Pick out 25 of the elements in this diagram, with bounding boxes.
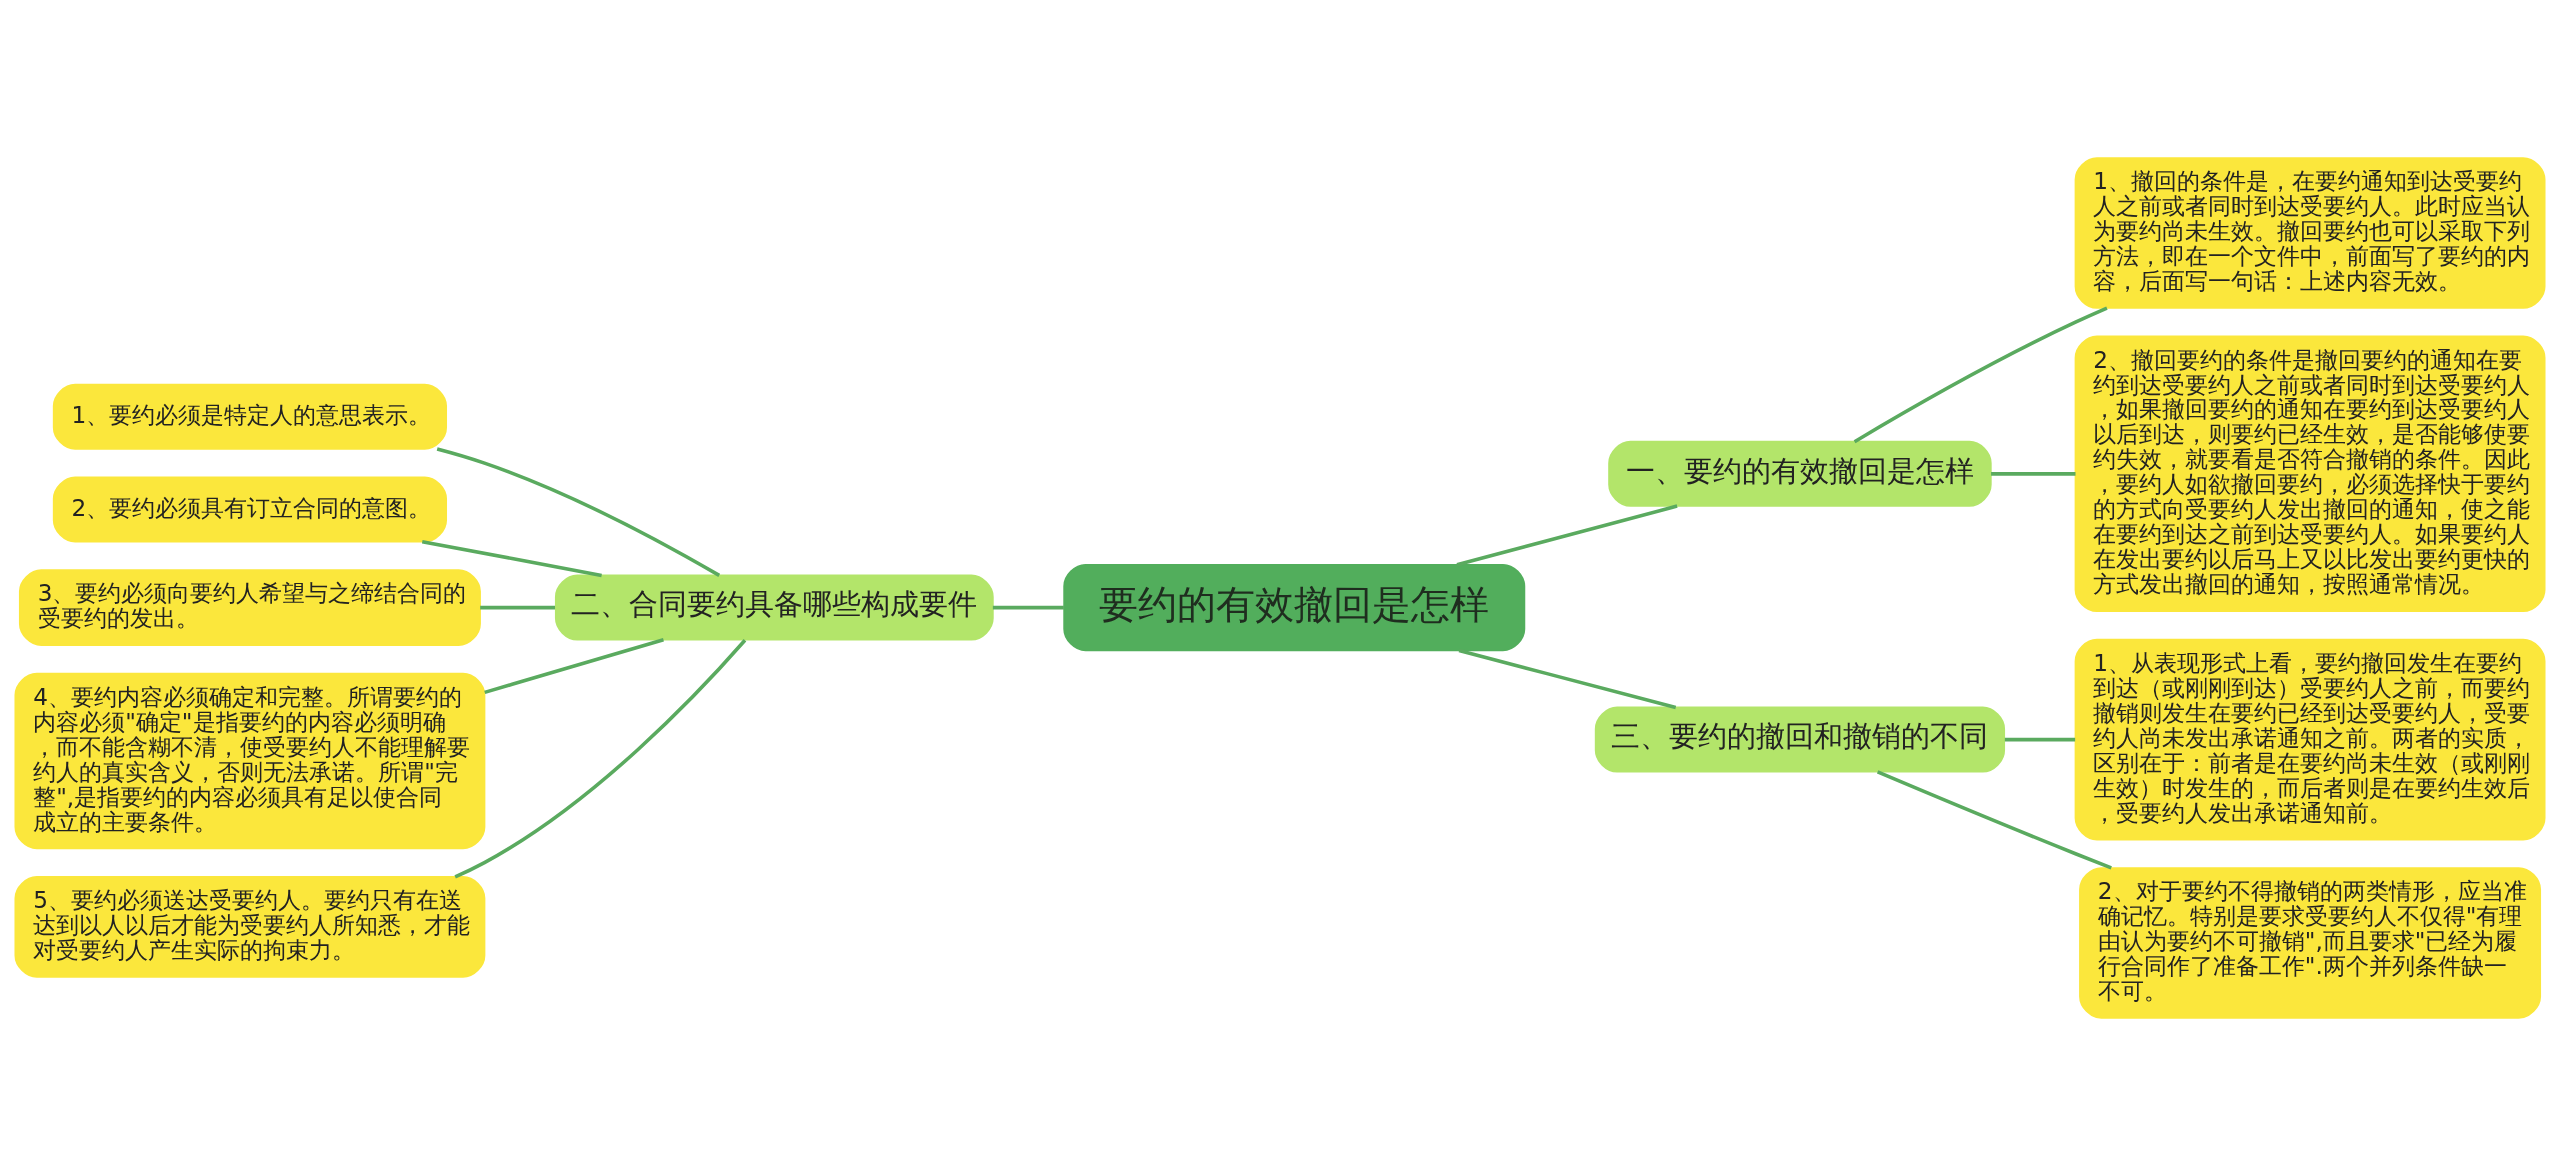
connector bbox=[2004, 737, 2076, 742]
connector bbox=[421, 539, 602, 578]
connector bbox=[436, 447, 721, 577]
node-box: 3、要约必须向要约人希望与之缔结合同的受要约的发出。 bbox=[18, 569, 481, 646]
connector bbox=[484, 638, 664, 695]
connector bbox=[1991, 472, 2076, 476]
node-box: 2、要约必须具有订立合同的意图。 bbox=[52, 476, 447, 543]
connector bbox=[992, 605, 1064, 610]
node-box: 4、要约内容必须确定和完整。所谓要约的内容必须"确定"是指要约的内容必须明确，而不能含糊不清，使受要约人不能理解要约人的真实含义，否则无法承诺。所谓"完整",是指要约的内容必须具有足以使合同成立的主要条件。 bbox=[14, 672, 486, 850]
node-box: 1、撤回的条件是，在要约通知到达受要约人之前或者同时到达受要约人。此时应当认为要约尚未生效。撤回要约也可以采取下列方法，即在一个文件中，前面写了要约的内容，后面写一句话：上述内容无效。 bbox=[2074, 157, 2546, 309]
node-box: 一、要约的有效撤回是怎样 bbox=[1608, 440, 1992, 507]
node-box: 三、要约的撤回和撤销的不同 bbox=[1594, 706, 2006, 773]
node-box: 1、要约必须是特定人的意思表示。 bbox=[52, 383, 447, 450]
node-box: 1、从表现形式上看，要约撤回发生在要约到达（或刚刚到达）受要约人之前，而要约撤销则发生在要约已经到达受要约人，受要约人尚未发出承诺通知之前。两者的实质，区别在于：前者是在要约尚未生效（或刚刚生效）时发生的，而后者则是在要约生效后，受要约人发出承诺通知前。 bbox=[2074, 638, 2546, 841]
connector bbox=[1456, 504, 1678, 567]
node-box: 要约的有效撤回是怎样 bbox=[1063, 563, 1526, 652]
node-box: 2、撤回要约的条件是撤回要约的通知在要约到达受要约人之前或者同时到达受要约人，如果撤回要约的通知在要约到达受要约人以后到达，则要约已经生效，是否能够使要约失效，就要看是否符合撤销的条件。因此，要约人如欲撤回要约，必须选择快于要约的方式向受要约人发出撤回的通知，使之能在要约到达之前到达受要约人。如果要约人在发出要约以后马上又以比发出要约更快的方式发出撤回的通知，按照通常情况。 bbox=[2074, 335, 2546, 613]
node-box: 二、合同要约具备哪些构成要件 bbox=[554, 574, 994, 641]
connector bbox=[1876, 770, 2112, 870]
connector bbox=[480, 605, 556, 610]
connector bbox=[454, 639, 747, 879]
node-box: 2、对于要约不得撤销的两类情形，应当准确记忆。特别是要求受要约人不仅得"有理由认为要约不可撤销",而且要求"已经为履行合同作了准备工作".两个并列条件缺一不可。 bbox=[2079, 867, 2542, 1019]
connector bbox=[1458, 648, 1677, 710]
connector bbox=[1853, 306, 2108, 444]
node-box: 5、要约必须送达受要约人。要约只有在送达到以人以后才能为受要约人所知悉，才能对受要约人产生实际的拘束力。 bbox=[14, 876, 486, 978]
